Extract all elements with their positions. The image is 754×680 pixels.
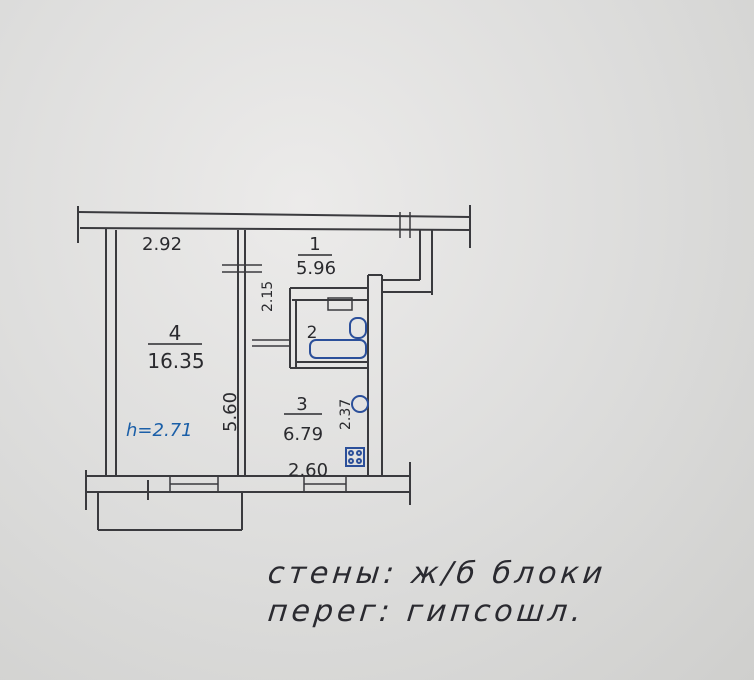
room1-number: 1	[309, 234, 320, 255]
ceiling-height: h=2.71	[126, 420, 193, 441]
dim-corridor-small: 2.15	[260, 281, 276, 312]
top-wall-inner	[79, 227, 471, 231]
dim-room4-length: 5.60	[220, 392, 241, 432]
room3-number: 3	[296, 394, 307, 415]
note-partitions: перег: гипсошл.	[266, 594, 587, 629]
note-walls: стены: ж/б блоки	[266, 556, 609, 591]
room4-number: 4	[169, 321, 182, 345]
stove-burner-2-icon	[356, 450, 362, 456]
room4-area: 16.35	[147, 349, 204, 373]
stove-icon	[345, 447, 365, 467]
stove-burner-1-icon	[348, 450, 354, 456]
room1-area: 5.96	[296, 258, 336, 279]
top-wall-outer	[77, 211, 471, 218]
dim-room3-length: 2.37	[338, 399, 354, 430]
bathtub-icon	[309, 339, 367, 359]
toilet-icon	[351, 395, 369, 413]
dim-room4-width: 2.92	[142, 234, 182, 255]
dim-room3-width: 2.60	[288, 460, 328, 481]
room3-area: 6.79	[283, 424, 323, 445]
washbasin-icon	[327, 297, 353, 311]
stove-burner-4-icon	[356, 458, 362, 464]
stove-burner-3-icon	[348, 458, 354, 464]
room2-number: 2	[307, 323, 318, 343]
sink-icon	[349, 317, 367, 339]
